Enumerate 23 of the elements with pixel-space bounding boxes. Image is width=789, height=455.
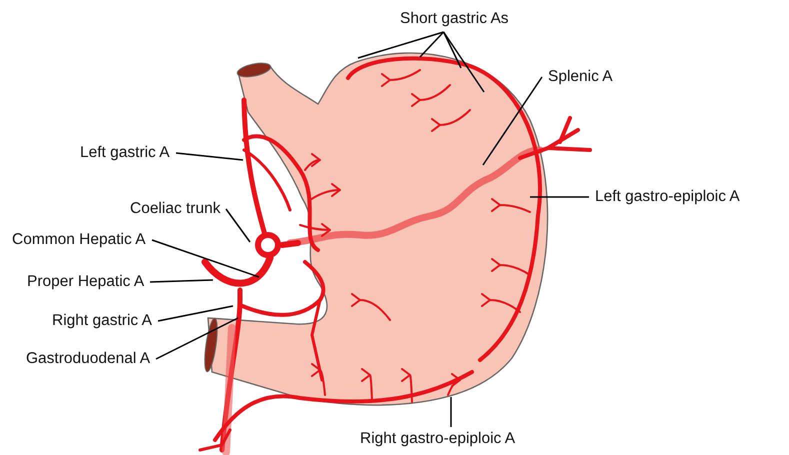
leader-line (150, 279, 214, 283)
leader-line (152, 239, 260, 278)
label: Right gastric A (52, 312, 152, 330)
leader-line (530, 196, 589, 198)
label: Right gastro-epiploic A (360, 430, 516, 448)
leader-line (482, 76, 543, 166)
leader-line (358, 31, 444, 59)
label: Coeliac trunk (130, 200, 220, 218)
leader-line (176, 152, 244, 161)
label: Left gastric A (80, 144, 170, 162)
leader-line (158, 305, 234, 322)
leader-line (442, 32, 485, 92)
leader-line (419, 31, 444, 58)
label: Common Hepatic A (12, 231, 146, 249)
label: Left gastro-epiploic A (595, 188, 740, 206)
leader-line (225, 208, 251, 242)
label: Short gastric As (400, 10, 509, 28)
label: Splenic A (548, 68, 613, 86)
leader-line (442, 32, 462, 68)
leader-line (156, 317, 238, 360)
leader-line (450, 397, 452, 427)
label: Proper Hepatic A (27, 273, 144, 291)
label: Gastroduodenal A (26, 350, 150, 368)
